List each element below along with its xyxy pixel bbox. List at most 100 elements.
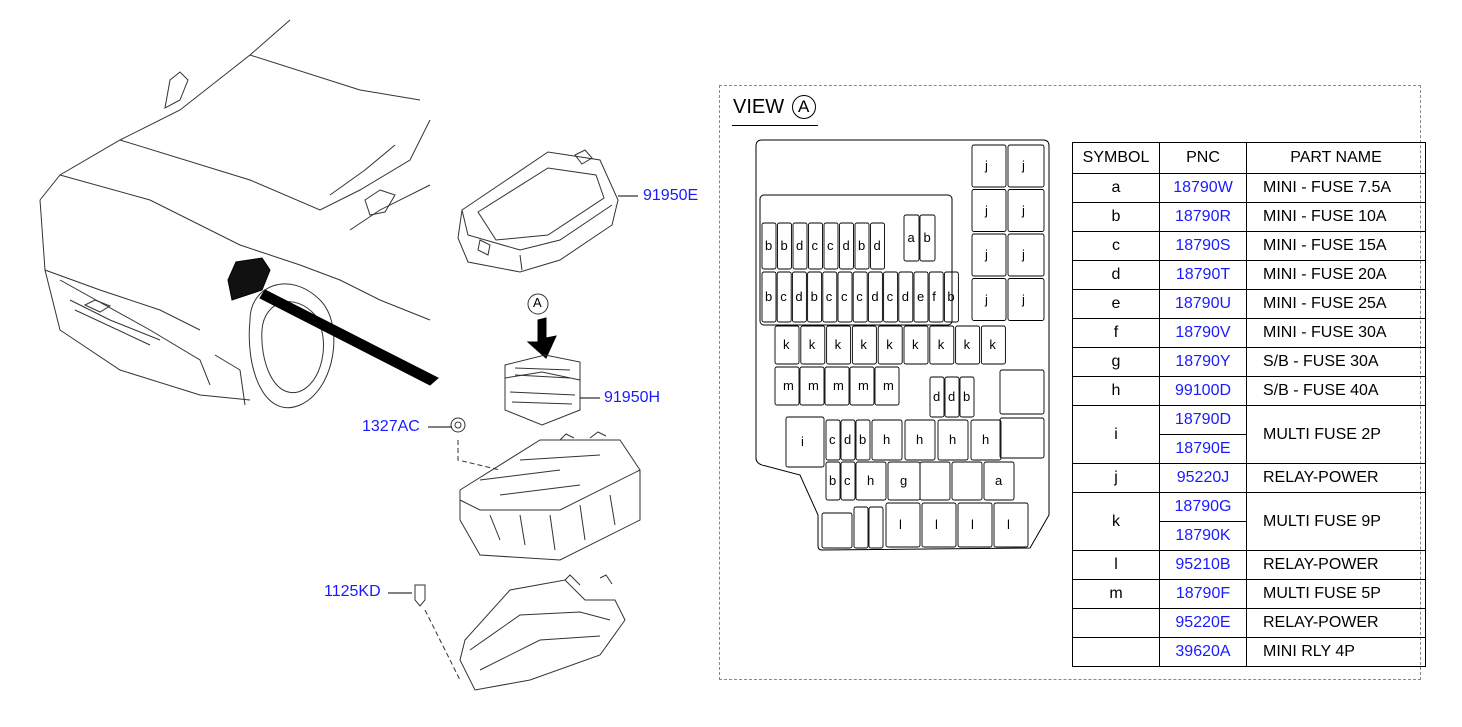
part-name-cell: MULTI FUSE 9P <box>1246 492 1426 551</box>
fuse-cell-label: k <box>912 337 919 352</box>
pnc-value: 18790W <box>1173 179 1233 196</box>
pnc-cell: 18790Y <box>1159 347 1247 377</box>
fuse-cell <box>853 506 869 549</box>
fuse-cell-label: j <box>1022 158 1025 173</box>
pnc-value: 18790G <box>1160 493 1246 522</box>
fuse-cell <box>785 416 825 468</box>
fuse-cell <box>837 271 853 323</box>
fuse-cell-label: j <box>985 202 988 218</box>
fuse-cell <box>877 325 903 365</box>
fuse-cell-label: b <box>859 432 867 447</box>
fuse-cell-label: l <box>1007 517 1010 532</box>
fuse-cell-label: j <box>1022 247 1025 262</box>
pnc-cell: 18790U <box>1159 289 1247 319</box>
lower-cover <box>459 574 626 691</box>
fuse-cell-label: c <box>856 289 863 304</box>
fuse-box-cover <box>457 149 619 273</box>
fuse-cell <box>904 419 936 461</box>
fuse-cell <box>983 461 1015 501</box>
fuse-cell <box>839 222 854 270</box>
pnc-cell: 18790S <box>1159 231 1247 261</box>
fuse-cell-label: g <box>900 473 908 488</box>
fuse-cell <box>821 512 853 549</box>
fuse-cell <box>808 222 823 270</box>
fuse-cell <box>1007 278 1045 321</box>
fuse-cell <box>777 222 792 270</box>
table-row: j 95220J RELAY-POWER <box>1072 463 1426 493</box>
table-header-row: SYMBOL PNC PART NAME <box>1072 142 1426 174</box>
symbol-cell: g <box>1072 347 1160 377</box>
fuse-cell-label: c <box>841 289 848 304</box>
fuse-cell-label: c <box>825 289 833 304</box>
fuse-cell <box>883 271 899 323</box>
header-symbol: SYMBOL <box>1072 142 1160 174</box>
fuse-cell <box>871 419 903 461</box>
fuse-cell-label: c <box>886 289 894 304</box>
part-name-cell: MINI - FUSE 10A <box>1246 202 1426 232</box>
bolt-part-number: 1125KD <box>324 583 381 600</box>
fuse-cell <box>971 278 1007 321</box>
fuse-cell <box>971 144 1007 188</box>
fuse-cell-label: h <box>982 432 990 447</box>
fuse-cell-label: c <box>829 432 836 447</box>
fuse-cell <box>840 419 856 461</box>
fuse-cell-label: d <box>933 389 941 404</box>
part-name-cell: RELAY-POWER <box>1246 463 1426 493</box>
fuse-cell-label: k <box>860 337 867 352</box>
pnc-cell: 95220E <box>1159 608 1247 638</box>
view-marker: A <box>791 95 816 119</box>
fuse-cell-label: c <box>780 289 787 304</box>
pnc-cell: 18790T <box>1159 260 1247 290</box>
fuse-cell-label: k <box>937 337 945 352</box>
part-name-cell: MINI - FUSE 15A <box>1246 231 1426 261</box>
fuse-cell <box>903 214 920 262</box>
part-name-cell: MULTI FUSE 2P <box>1246 405 1426 464</box>
fuse-cell-label: h <box>949 432 957 447</box>
fuse-cell-label: d <box>844 432 852 447</box>
fuse-cell-label: k <box>808 337 816 352</box>
fuse-cell-label: k <box>963 337 971 352</box>
fuse-cell-label: d <box>796 238 804 253</box>
junction-block <box>459 431 641 561</box>
fuse-cell-label: d <box>873 238 881 253</box>
nut-part-number: 1327AC <box>362 418 420 435</box>
part-name-cell: RELAY-POWER <box>1246 550 1426 580</box>
symbol-cell: i <box>1072 405 1160 464</box>
fuse-cell <box>822 271 838 323</box>
fuse-cell <box>971 189 1007 232</box>
fuse-cell-label: a <box>907 230 915 245</box>
fuse-cell <box>855 461 887 501</box>
fuse-cell <box>1007 233 1045 277</box>
part-name-cell: S/B - FUSE 30A <box>1246 347 1426 377</box>
fuse-cell <box>774 325 800 365</box>
header-part-name: PART NAME <box>1246 142 1426 174</box>
fuse-cell <box>943 271 959 323</box>
part-name-cell: MINI - FUSE 20A <box>1246 260 1426 290</box>
pnc-value: 18790Y <box>1175 353 1231 370</box>
symbol-cell: l <box>1072 550 1160 580</box>
pnc-value: 95220J <box>1176 469 1230 486</box>
fuse-cell-label: a <box>995 473 1003 488</box>
fuse-cell-label: b <box>963 389 971 404</box>
fuse-cell-label: f <box>932 289 936 304</box>
pnc-value: 18790T <box>1175 266 1231 283</box>
symbol-cell: e <box>1072 289 1160 319</box>
fuse-cell-label: d <box>901 289 910 304</box>
table-row: g 18790Y S/B - FUSE 30A <box>1072 347 1426 377</box>
fuse-cell <box>921 502 957 548</box>
fuse-cell-label: b <box>829 473 837 488</box>
fuse-cell-label: j <box>1022 291 1025 307</box>
view-label: VIEW <box>733 96 785 118</box>
fuse-cell <box>993 502 1029 548</box>
fuse-cell-label: j <box>1022 202 1025 218</box>
symbol-cell: j <box>1072 463 1160 493</box>
symbol-cell: h <box>1072 376 1160 406</box>
fuse-cell-label: h <box>883 432 891 447</box>
fuse-cell <box>885 502 921 548</box>
fuse-cell <box>826 325 852 365</box>
symbol-cell <box>1072 637 1160 667</box>
fuse-cell-label: m <box>858 378 869 393</box>
